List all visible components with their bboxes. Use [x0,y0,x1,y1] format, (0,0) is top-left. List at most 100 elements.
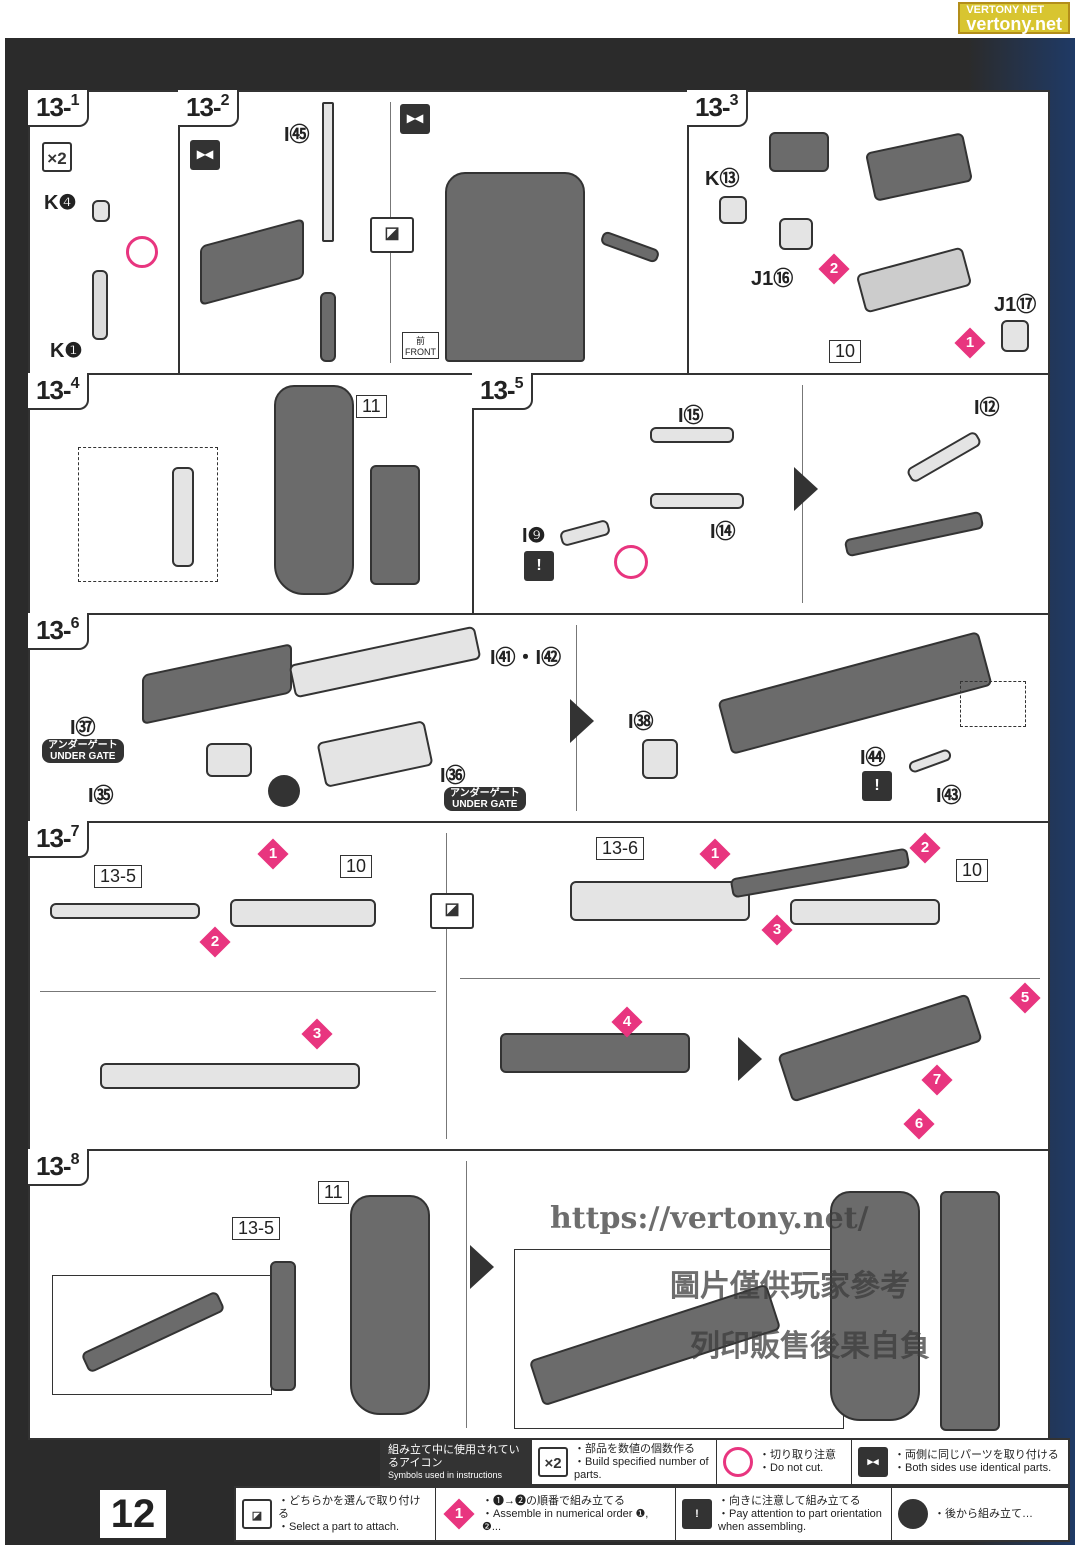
ref-label: 13-6 [596,837,645,860]
divider [40,991,436,992]
both-sides-icon: ▸◂ [858,1447,888,1477]
part-label: I㊹ [860,747,886,769]
part-assembled-rifle [100,1063,360,1089]
ref-label: 10 [340,855,373,878]
part-j1-17 [1001,320,1029,352]
part-j1-16 [779,218,813,250]
part-peg [599,230,661,264]
ref-label: 13-5 [94,865,143,888]
part-label: I㉟ [88,785,114,807]
assemble-later-icon [268,775,300,807]
watermark-url: https://vertony.net/ [550,1201,869,1236]
legend-jp: ・向きに注意して組み立てる [718,1494,861,1507]
part-arm [200,218,304,306]
legend-jp: ・部品を数値の個数作る [574,1442,695,1455]
part-k4 [92,200,110,222]
part-label: I㊸ [936,785,962,807]
legend-title-jp: 組み立て中に使用されているアイコン [388,1444,520,1469]
part-shield-side [940,1191,1000,1431]
part-label: I㊳ [628,711,654,733]
legend-item: ◪・どちらかを選んで取り付ける・Select a part to attach. [236,1488,436,1540]
step-tag: 13-1 [28,90,89,127]
part-label: I㊲ [70,717,96,739]
divider [466,1161,467,1428]
legend-item: 1・❶→❷の順番で組み立てる・Assemble in numerical ord… [436,1488,676,1540]
choose-icon: ◪ [242,1499,272,1529]
step-number: 13 [36,375,64,405]
step-sub: 2 [220,92,230,109]
part-rifle-10 [790,899,940,925]
order-marker: 6 [914,1115,924,1132]
part-arm [370,465,420,585]
step-number: 13 [36,1151,64,1181]
legend-item: ▸◂・両側に同じパーツを取り付ける・Both sides use identic… [852,1440,1068,1484]
attention-icon: ! [682,1499,712,1529]
legend-en: ・Build specified number of parts. [574,1455,709,1481]
step-number: 13 [36,92,64,122]
part-shield-edge [172,467,194,567]
part-k13 [719,196,747,224]
legend-en: ・Select a part to attach. [278,1520,400,1533]
step-sub: 6 [70,615,80,632]
part-label: I⑮ [678,405,704,427]
step-13-4: 13-4 11 [28,373,474,615]
part-label: I⑫ [974,397,1000,419]
legend-title-en: Symbols used in instructions [388,1470,503,1480]
do-not-cut-icon [723,1447,753,1477]
part-label: I⑭ [710,521,736,543]
front-kanji: 前 [415,336,425,346]
step-13-7: 13-7 13-5 10 1 2 ◪ 3 13-6 10 1 2 3 4 5 6… [28,821,1050,1151]
part-i38 [642,739,678,779]
under-gate-jp: アンダーゲート [48,740,118,751]
part-i43 [907,747,953,775]
part-i15 [650,427,734,443]
order-marker: 7 [932,1071,942,1088]
part-13-5 [270,1261,296,1391]
part-rifle [855,246,973,314]
legend-item: ! ・向きに注意して組み立てる・Pay attention to part ori… [676,1488,892,1540]
legend-en: ・Pay attention to part orientation when … [718,1507,882,1533]
under-gate-en: UNDER GATE [50,751,116,762]
step-13-5: 13-5 I⑮ I⑭ I❾ ! I⑫ [472,373,1050,615]
legend-jp: ・どちらかを選んで取り付ける [278,1494,421,1520]
do-not-cut-icon [614,545,648,579]
legend-en: ・Assemble in numerical order ❶, ❷... [482,1507,649,1533]
both-sides-icon: ▸◂ [190,140,220,170]
part-pin [320,292,336,362]
order-marker: 1 [268,845,278,862]
next-arrow [738,1037,762,1081]
under-gate-jp: アンダーゲート [450,788,520,799]
part-i37 [142,643,292,725]
legend-jp: ・後から組み立て… [934,1507,1033,1520]
order-marker: 2 [920,839,930,856]
page-number: 12 [100,1490,166,1538]
step-number: 13 [36,615,64,645]
step-sub: 3 [729,92,739,109]
part-barrel [843,510,985,558]
assemble-later-icon [898,1499,928,1529]
do-not-cut-icon [126,236,158,268]
part-shield [274,385,354,595]
part-k1 [92,270,108,340]
watermark-brand: VERTONY NET [966,4,1045,16]
attention-icon: ! [862,771,892,801]
part-i12 [905,430,983,484]
legend-jp: ・両側に同じパーツを取り付ける [894,1449,1059,1461]
part-cannon [717,631,993,755]
front-label: FRONT [405,347,436,357]
watermark-site: vertony.net [966,14,1062,34]
ref-label: 11 [318,1181,349,1204]
legend-jp: ・❶→❷の順番で組み立てる [482,1494,625,1507]
step-13-1: 13-1 ×2 K❹ K❶ [28,90,180,375]
step-number: 13 [695,92,723,122]
part-barrel [729,847,911,899]
part-i14 [650,493,744,509]
ref-label: 11 [356,395,387,418]
